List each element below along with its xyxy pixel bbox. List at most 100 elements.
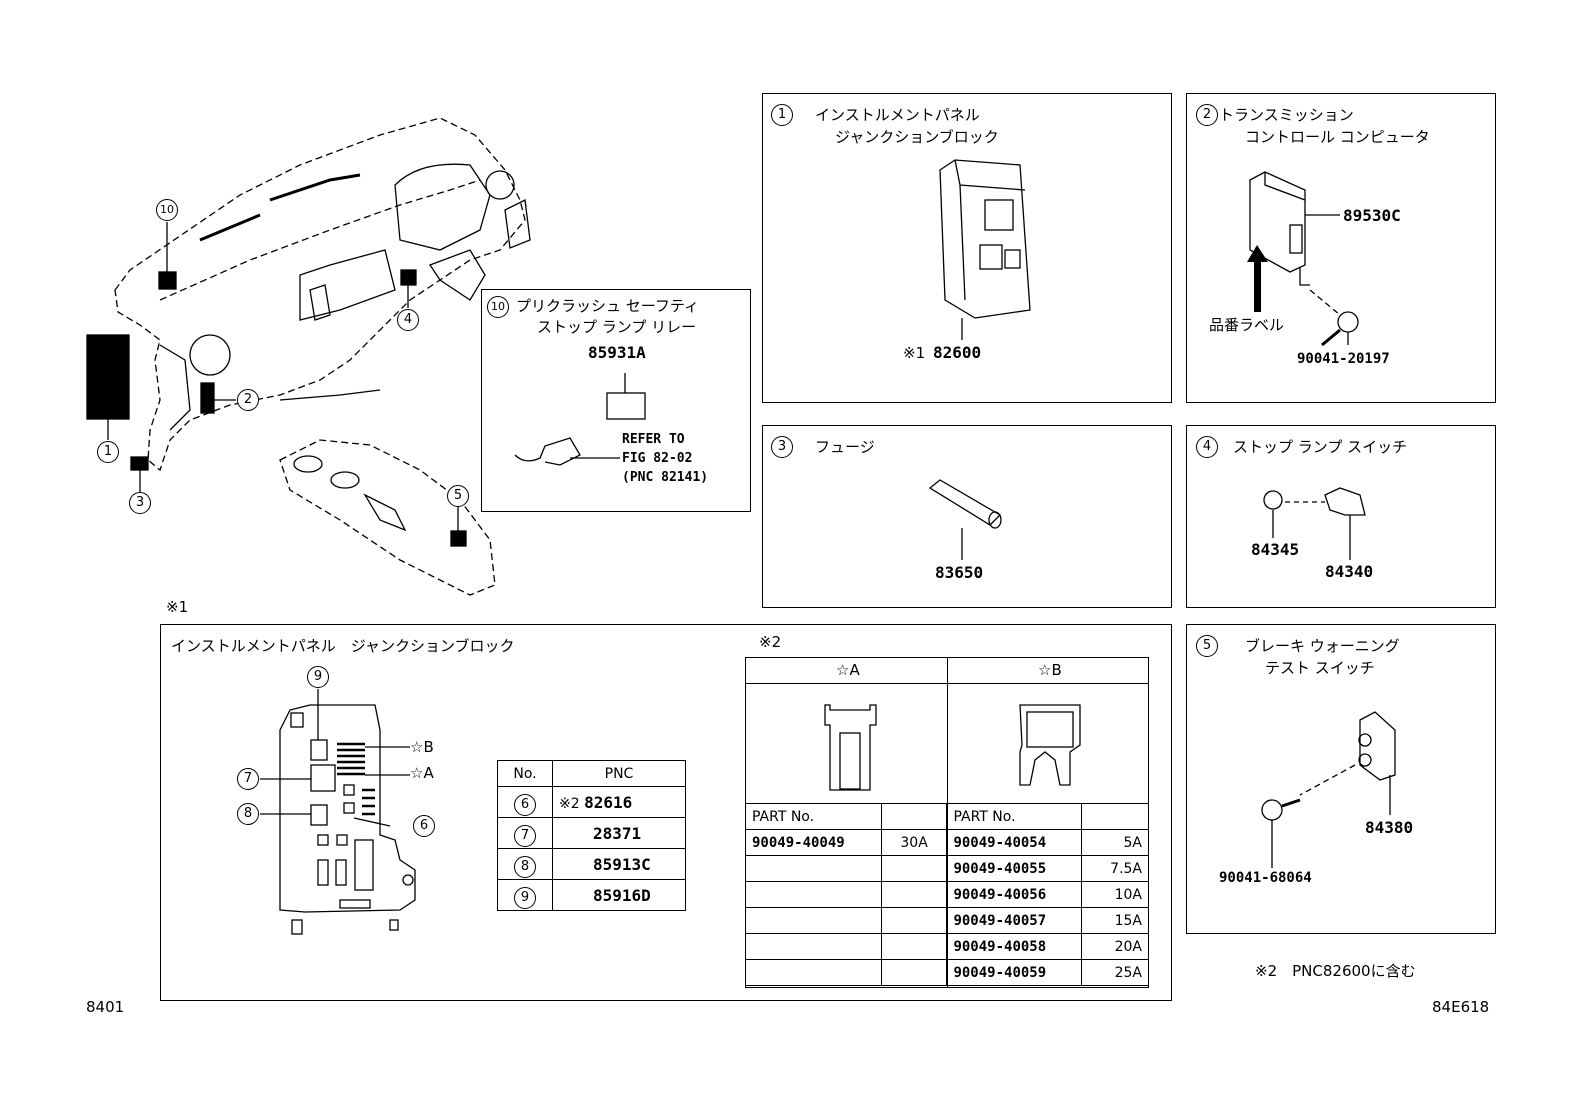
fuse-b-part: 90049-40057: [946, 907, 1083, 934]
panel-junction-block-num: 1: [771, 104, 793, 126]
callout-6: 6: [413, 815, 435, 837]
diagram-code-left: 8401: [86, 998, 125, 1016]
callout-4: 4: [397, 309, 419, 331]
fuse-b-amp: 7.5A: [1081, 855, 1149, 882]
row-no: 6: [514, 794, 536, 816]
center-console-outline: [279, 439, 496, 596]
fuse-b-amp: 15A: [1081, 907, 1149, 934]
pnc-table-header-no: No.: [497, 760, 553, 787]
fuse-table-head-a: ☆A: [836, 661, 860, 679]
panel-relay-title-1: プリクラッシュ セーフティ: [516, 297, 699, 315]
row-no: 9: [514, 887, 536, 909]
fuse-a-amp: 30A: [880, 829, 948, 856]
fuse-table-head-line: [745, 683, 1149, 685]
row-no: 7: [514, 825, 536, 847]
fuse-b-amp: 25A: [1081, 959, 1149, 986]
panel-transmission-computer-label: 品番ラベル: [1209, 316, 1285, 334]
row-no: 8: [514, 856, 536, 878]
panel-transmission-computer-title-1: トランスミッション: [1219, 106, 1354, 124]
row-pnc: 85913C: [593, 854, 651, 874]
callout-2: 2: [237, 389, 259, 411]
row-prefix: ※2: [559, 795, 580, 812]
panel-transmission-computer-num: 2: [1196, 104, 1218, 126]
fuse-b-part: 90049-40056: [946, 881, 1083, 908]
callout-10: 10: [156, 199, 178, 221]
panel-junction-block-part: 82600: [933, 343, 982, 362]
panel-junction-block: 1 インストルメントパネル ジャンクションブロック ※1 82600: [762, 93, 1172, 403]
table-row: 90049-40049 30A 90049-40054 5A: [745, 829, 1149, 856]
fuse-a-part: 90049-40049: [745, 829, 882, 856]
table-row: 7 28371: [497, 817, 686, 849]
star-b-label: ☆B: [410, 738, 434, 756]
panel-fuse-part: 83650: [935, 563, 984, 582]
panel-brake-test-switch-part-b: 90041-68064: [1219, 870, 1312, 886]
dashboard-outline: [114, 117, 526, 472]
fuse-table-partno-b: PART No.: [946, 803, 1083, 830]
panel-transmission-computer-part-b: 90041-20197: [1297, 351, 1390, 367]
callout-3: 3: [129, 492, 151, 514]
panel-transmission-computer: 2 トランスミッション コントロール コンピュータ 89530C 品番ラベル 9…: [1186, 93, 1496, 403]
table-row: 90049-40058 20A: [745, 933, 1149, 960]
panel-transmission-computer-title-2: コントロール コンピュータ: [1245, 128, 1430, 146]
table-row: 90049-40057 15A: [745, 907, 1149, 934]
fuse-b-part: 90049-40059: [946, 959, 1083, 986]
star-a-label: ☆A: [410, 764, 434, 782]
fuse-table-rows: PART No. PART No. 90049-40049 30A 90049-…: [745, 803, 1149, 986]
table-row: 90049-40056 10A: [745, 881, 1149, 908]
callout-1: 1: [97, 441, 119, 463]
fuse-table-partno-a: PART No.: [745, 803, 882, 830]
row-pnc: 85916D: [593, 885, 651, 905]
fuse-table-mark: ※2: [759, 633, 782, 651]
fuse-b-amp: 20A: [1081, 933, 1149, 960]
panel-junction-block-note-mark: ※1: [903, 344, 926, 362]
callout-8: 8: [237, 803, 259, 825]
panel-brake-test-switch: 5 ブレーキ ウォーニング テスト スイッチ 84380 90041-68064: [1186, 624, 1496, 934]
panel-brake-test-switch-title-2: テスト スイッチ: [1265, 659, 1375, 677]
panel-junction-block-title-2: ジャンクションブロック: [835, 128, 999, 146]
fuse-b-amp: 5A: [1081, 829, 1149, 856]
panel-stop-lamp-switch-num: 4: [1196, 436, 1218, 458]
footnote: ※2 PNC82600に含む: [1255, 962, 1416, 980]
table-row: 6 ※2 82616: [497, 786, 686, 818]
junction-block-outline: [279, 704, 416, 913]
fuse-b-part: 90049-40054: [946, 829, 1083, 856]
panel-relay-num: 10: [487, 296, 509, 318]
panel-fuse-title: フュージ: [815, 438, 875, 456]
panel-stop-lamp-switch: 4 ストップ ランプ スイッチ 84345 84340: [1186, 425, 1496, 608]
pnc-table-header-pnc: PNC: [552, 760, 686, 787]
junction-block-detail-panel: インストルメントパネル ジャンクションブロック ※2: [160, 624, 1172, 1001]
panel-relay-title-2: ストップ ランプ リレー: [537, 318, 697, 336]
panel-fuse-num: 3: [771, 436, 793, 458]
callout-5: 5: [447, 485, 469, 507]
diagram-code-right: 84E618: [1432, 998, 1490, 1016]
panel-brake-test-switch-part-a: 84380: [1365, 818, 1414, 837]
table-row: 8 85913C: [497, 848, 686, 880]
row-pnc: 28371: [593, 823, 642, 843]
table-row: 9 85916D: [497, 879, 686, 911]
panel-junction-block-title-1: インストルメントパネル: [815, 106, 980, 124]
table-row: 90049-40055 7.5A: [745, 855, 1149, 882]
callout-9: 9: [307, 666, 329, 688]
panel-stop-lamp-switch-part-b: 84340: [1325, 562, 1374, 581]
table-row: 90049-40059 25A: [745, 959, 1149, 986]
fuse-b-amp: 10A: [1081, 881, 1149, 908]
junction-block-detail-title: インストルメントパネル ジャンクションブロック: [171, 637, 515, 655]
panel-transmission-computer-part-a: 89530C: [1343, 206, 1401, 225]
panel-relay: 10 プリクラッシュ セーフティ ストップ ランプ リレー 85931A REF…: [481, 289, 751, 512]
panel-brake-test-switch-num: 5: [1196, 635, 1218, 657]
panel-stop-lamp-switch-title: ストップ ランプ スイッチ: [1233, 438, 1408, 456]
panel-relay-ref-1: REFER TO: [622, 432, 685, 447]
pnc-table: No. PNC 6 ※2 82616 7 28371 8 85913C 9 85…: [497, 760, 686, 911]
panel-relay-part: 85931A: [588, 343, 646, 362]
panel-relay-ref-3: (PNC 82141): [622, 470, 709, 485]
panel-relay-ref-2: FIG 82-02: [622, 451, 693, 466]
fuse-table-head-b: ☆B: [1038, 661, 1062, 679]
panel-fuse: 3 フュージ 83650: [762, 425, 1172, 608]
fuse-b-part: 90049-40058: [946, 933, 1083, 960]
panel-stop-lamp-switch-part-a: 84345: [1251, 540, 1300, 559]
fuse-b-part: 90049-40055: [946, 855, 1083, 882]
row-pnc: 82616: [584, 792, 633, 812]
callout-7: 7: [237, 768, 259, 790]
panel-brake-test-switch-title-1: ブレーキ ウォーニング: [1245, 637, 1400, 655]
